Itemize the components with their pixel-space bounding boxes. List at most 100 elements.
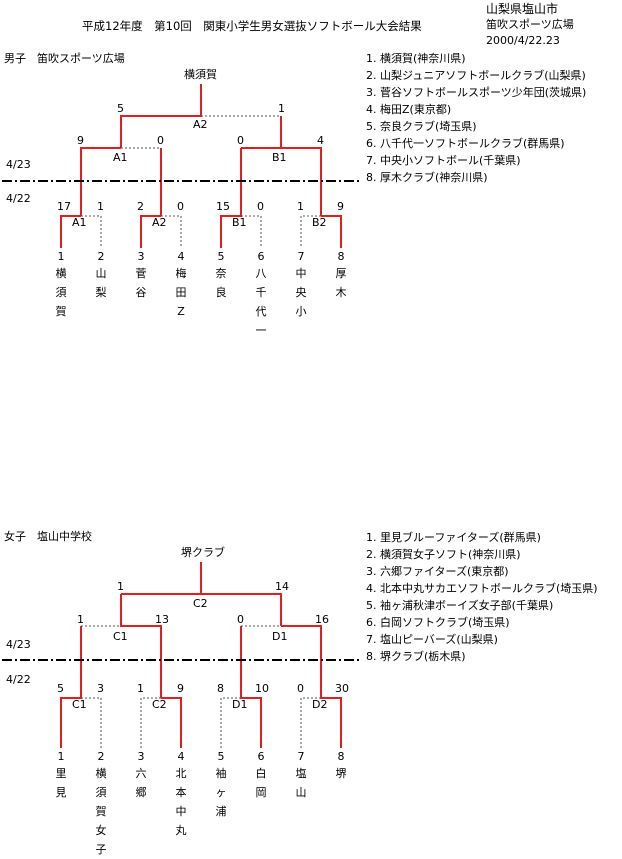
girls-rank-2: 2. 横須賀女子ソフト(神奈川県) bbox=[366, 548, 521, 561]
boys-semi1-winner-line bbox=[80, 147, 121, 216]
girls-rank-5: 5. 袖ヶ浦秋津ボーイズ女子部(千葉県) bbox=[366, 599, 554, 612]
girls-winner-lines bbox=[60, 562, 342, 748]
girls-r1-m1-winner-line bbox=[60, 626, 82, 748]
boys-rank-3: 3. 菅谷ソフトボールスポーツ少年団(茨城県) bbox=[366, 86, 587, 99]
girls-semi2-score-left: 0 bbox=[237, 613, 244, 626]
boys-team-8-name: 厚木 bbox=[335, 267, 347, 299]
girls-semi2-score-right: 16 bbox=[315, 613, 329, 626]
girls-rank-7: 7. 塩山ピーバーズ(山梨県) bbox=[366, 633, 498, 646]
girls-r1-m3-score-right: 10 bbox=[255, 682, 269, 695]
boys-r1-m4-winner-line bbox=[321, 215, 342, 248]
boys-team-3-name: 菅谷 bbox=[135, 267, 147, 299]
boys-r1-m1-winner-line bbox=[60, 215, 81, 248]
boys-team-6-name: 八千代一 bbox=[255, 267, 267, 337]
event-date: 2000/4/22.23 bbox=[486, 34, 560, 47]
boys-team-4-name: 梅田Z bbox=[175, 267, 187, 318]
girls-final-label: C2 bbox=[193, 597, 208, 610]
boys-semi2-score-left: 0 bbox=[237, 134, 244, 147]
boys-r1-m4-label: B2 bbox=[312, 216, 327, 229]
boys-team-5-name: 奈良 bbox=[215, 267, 227, 299]
boys-final-label: A2 bbox=[193, 118, 208, 131]
girls-date-day1: 4/22 bbox=[6, 673, 31, 686]
boys-rank-5: 5. 奈良クラブ(埼玉県) bbox=[366, 120, 477, 133]
girls-loser-lines bbox=[81, 625, 321, 748]
boys-r1-m1-score-right: 1 bbox=[97, 200, 104, 213]
girls-team-4-name: 北本中丸 bbox=[175, 767, 187, 837]
boys-semi2-score-right: 4 bbox=[317, 134, 324, 147]
boys-team-2-num: 2 bbox=[97, 250, 105, 263]
girls-rank-3: 3. 六郷ファイターズ(東京都) bbox=[366, 565, 509, 578]
boys-r1-m3-winner-line bbox=[220, 148, 242, 248]
boys-semi2-label: B1 bbox=[272, 151, 287, 164]
girls-section-label: 女子 塩山中学校 bbox=[4, 530, 92, 543]
girls-final-winner-line bbox=[200, 562, 282, 626]
girls-team-4-num: 4 bbox=[177, 750, 185, 763]
boys-date-day2: 4/23 bbox=[6, 158, 31, 171]
boys-r1-m2-winner-line bbox=[140, 215, 161, 248]
boys-team-4-num: 4 bbox=[177, 250, 185, 263]
girls-semi1-score-right: 13 bbox=[155, 613, 169, 626]
girls-date-day2: 4/23 bbox=[6, 638, 31, 651]
girls-semi1-label: C1 bbox=[113, 630, 128, 643]
girls-r1-m4-label: D2 bbox=[312, 698, 328, 711]
girls-team-7-name: 塩山 bbox=[295, 767, 307, 799]
girls-team-8-num: 8 bbox=[337, 750, 345, 763]
girls-semi2-label: D1 bbox=[272, 630, 288, 643]
boys-r1-m2-label: A2 bbox=[152, 216, 167, 229]
page-title: 平成12年度 第10回 関東小学生男女選抜ソフトボール大会結果 bbox=[82, 19, 422, 33]
boys-r1-m3-label: B1 bbox=[232, 216, 247, 229]
boys-team-7-name: 中央小 bbox=[295, 267, 307, 318]
girls-r1-m3-winner-line bbox=[240, 626, 262, 748]
boys-r1-m1-label: A1 bbox=[72, 216, 87, 229]
girls-r1-m4-score-right: 30 bbox=[335, 682, 349, 695]
girls-r1-m4-winner-line bbox=[281, 625, 342, 748]
girls-r1-m2-score-left: 1 bbox=[137, 682, 144, 695]
boys-rank-1: 1. 横須賀(神奈川県) bbox=[366, 52, 466, 65]
girls-r1-m1-score-left: 5 bbox=[57, 682, 64, 695]
boys-team-1-num: 1 bbox=[57, 250, 65, 263]
boys-semi1-score-left: 9 bbox=[77, 134, 84, 147]
boys-team-5-num: 5 bbox=[217, 250, 225, 263]
boys-team-7-num: 7 bbox=[297, 250, 305, 263]
girls-team-3-name: 六郷 bbox=[135, 767, 147, 799]
boys-team-6-num: 6 bbox=[257, 250, 265, 263]
boys-final-score-right: 1 bbox=[278, 102, 285, 115]
boys-rank-8: 8. 厚木クラブ(神奈川県) bbox=[366, 171, 488, 184]
boys-r1-m2-score-left: 2 bbox=[137, 200, 144, 213]
girls-team-3-num: 3 bbox=[137, 750, 145, 763]
girls-r1-m3-label: D1 bbox=[232, 698, 248, 711]
girls-r1-m1-score-right: 3 bbox=[97, 682, 104, 695]
boys-r1-m1-score-left: 17 bbox=[57, 200, 71, 213]
boys-b1-stem bbox=[241, 116, 282, 149]
girls-r1-m2-winner-line bbox=[161, 697, 182, 748]
boys-r1-m4-score-right: 9 bbox=[337, 200, 344, 213]
boys-rank-2: 2. 山梨ジュニアソフトボールクラブ(山梨県) bbox=[366, 69, 586, 82]
boys-champion: 横須賀 bbox=[184, 68, 217, 81]
girls-final-score-right: 14 bbox=[275, 580, 289, 593]
boys-r1-m4-score-left: 1 bbox=[297, 200, 304, 213]
girls-r1-m1-label: C1 bbox=[72, 698, 87, 711]
boys-semi1-label: A1 bbox=[113, 151, 128, 164]
girls-team-5-name: 袖ヶ浦 bbox=[215, 767, 227, 818]
girls-team-6-num: 6 bbox=[257, 750, 265, 763]
boys-rank-4: 4. 梅田Z(東京都) bbox=[366, 103, 452, 116]
boys-final-winner-line bbox=[120, 84, 202, 148]
girls-team-5-num: 5 bbox=[217, 750, 225, 763]
girls-team-1-name: 里見 bbox=[55, 767, 67, 799]
girls-rank-4: 4. 北本中丸サカエソフトボールクラブ(埼玉県) bbox=[366, 582, 598, 595]
location-prefecture: 山梨県塩山市 bbox=[486, 2, 559, 16]
boys-rank-6: 6. 八千代一ソフトボールクラブ(群馬県) bbox=[366, 137, 565, 150]
girls-r1-m3-score-left: 8 bbox=[217, 682, 224, 695]
boys-winner-lines bbox=[60, 84, 342, 248]
girls-team-7-num: 7 bbox=[297, 750, 305, 763]
girls-champion: 堺クラブ bbox=[181, 546, 225, 559]
girls-r1-m2-label: C2 bbox=[152, 698, 167, 711]
girls-team-8-name: 堺 bbox=[335, 767, 347, 780]
girls-r1-m4-score-left: 0 bbox=[297, 682, 304, 695]
boys-semi2-winner-line bbox=[281, 147, 322, 216]
girls-rank-8: 8. 堺クラブ(栃木県) bbox=[366, 650, 466, 663]
boys-team-8-num: 8 bbox=[337, 250, 345, 263]
boys-final-score-left: 5 bbox=[117, 102, 124, 115]
girls-rank-6: 6. 白岡ソフトクラブ(埼玉県) bbox=[366, 616, 510, 629]
